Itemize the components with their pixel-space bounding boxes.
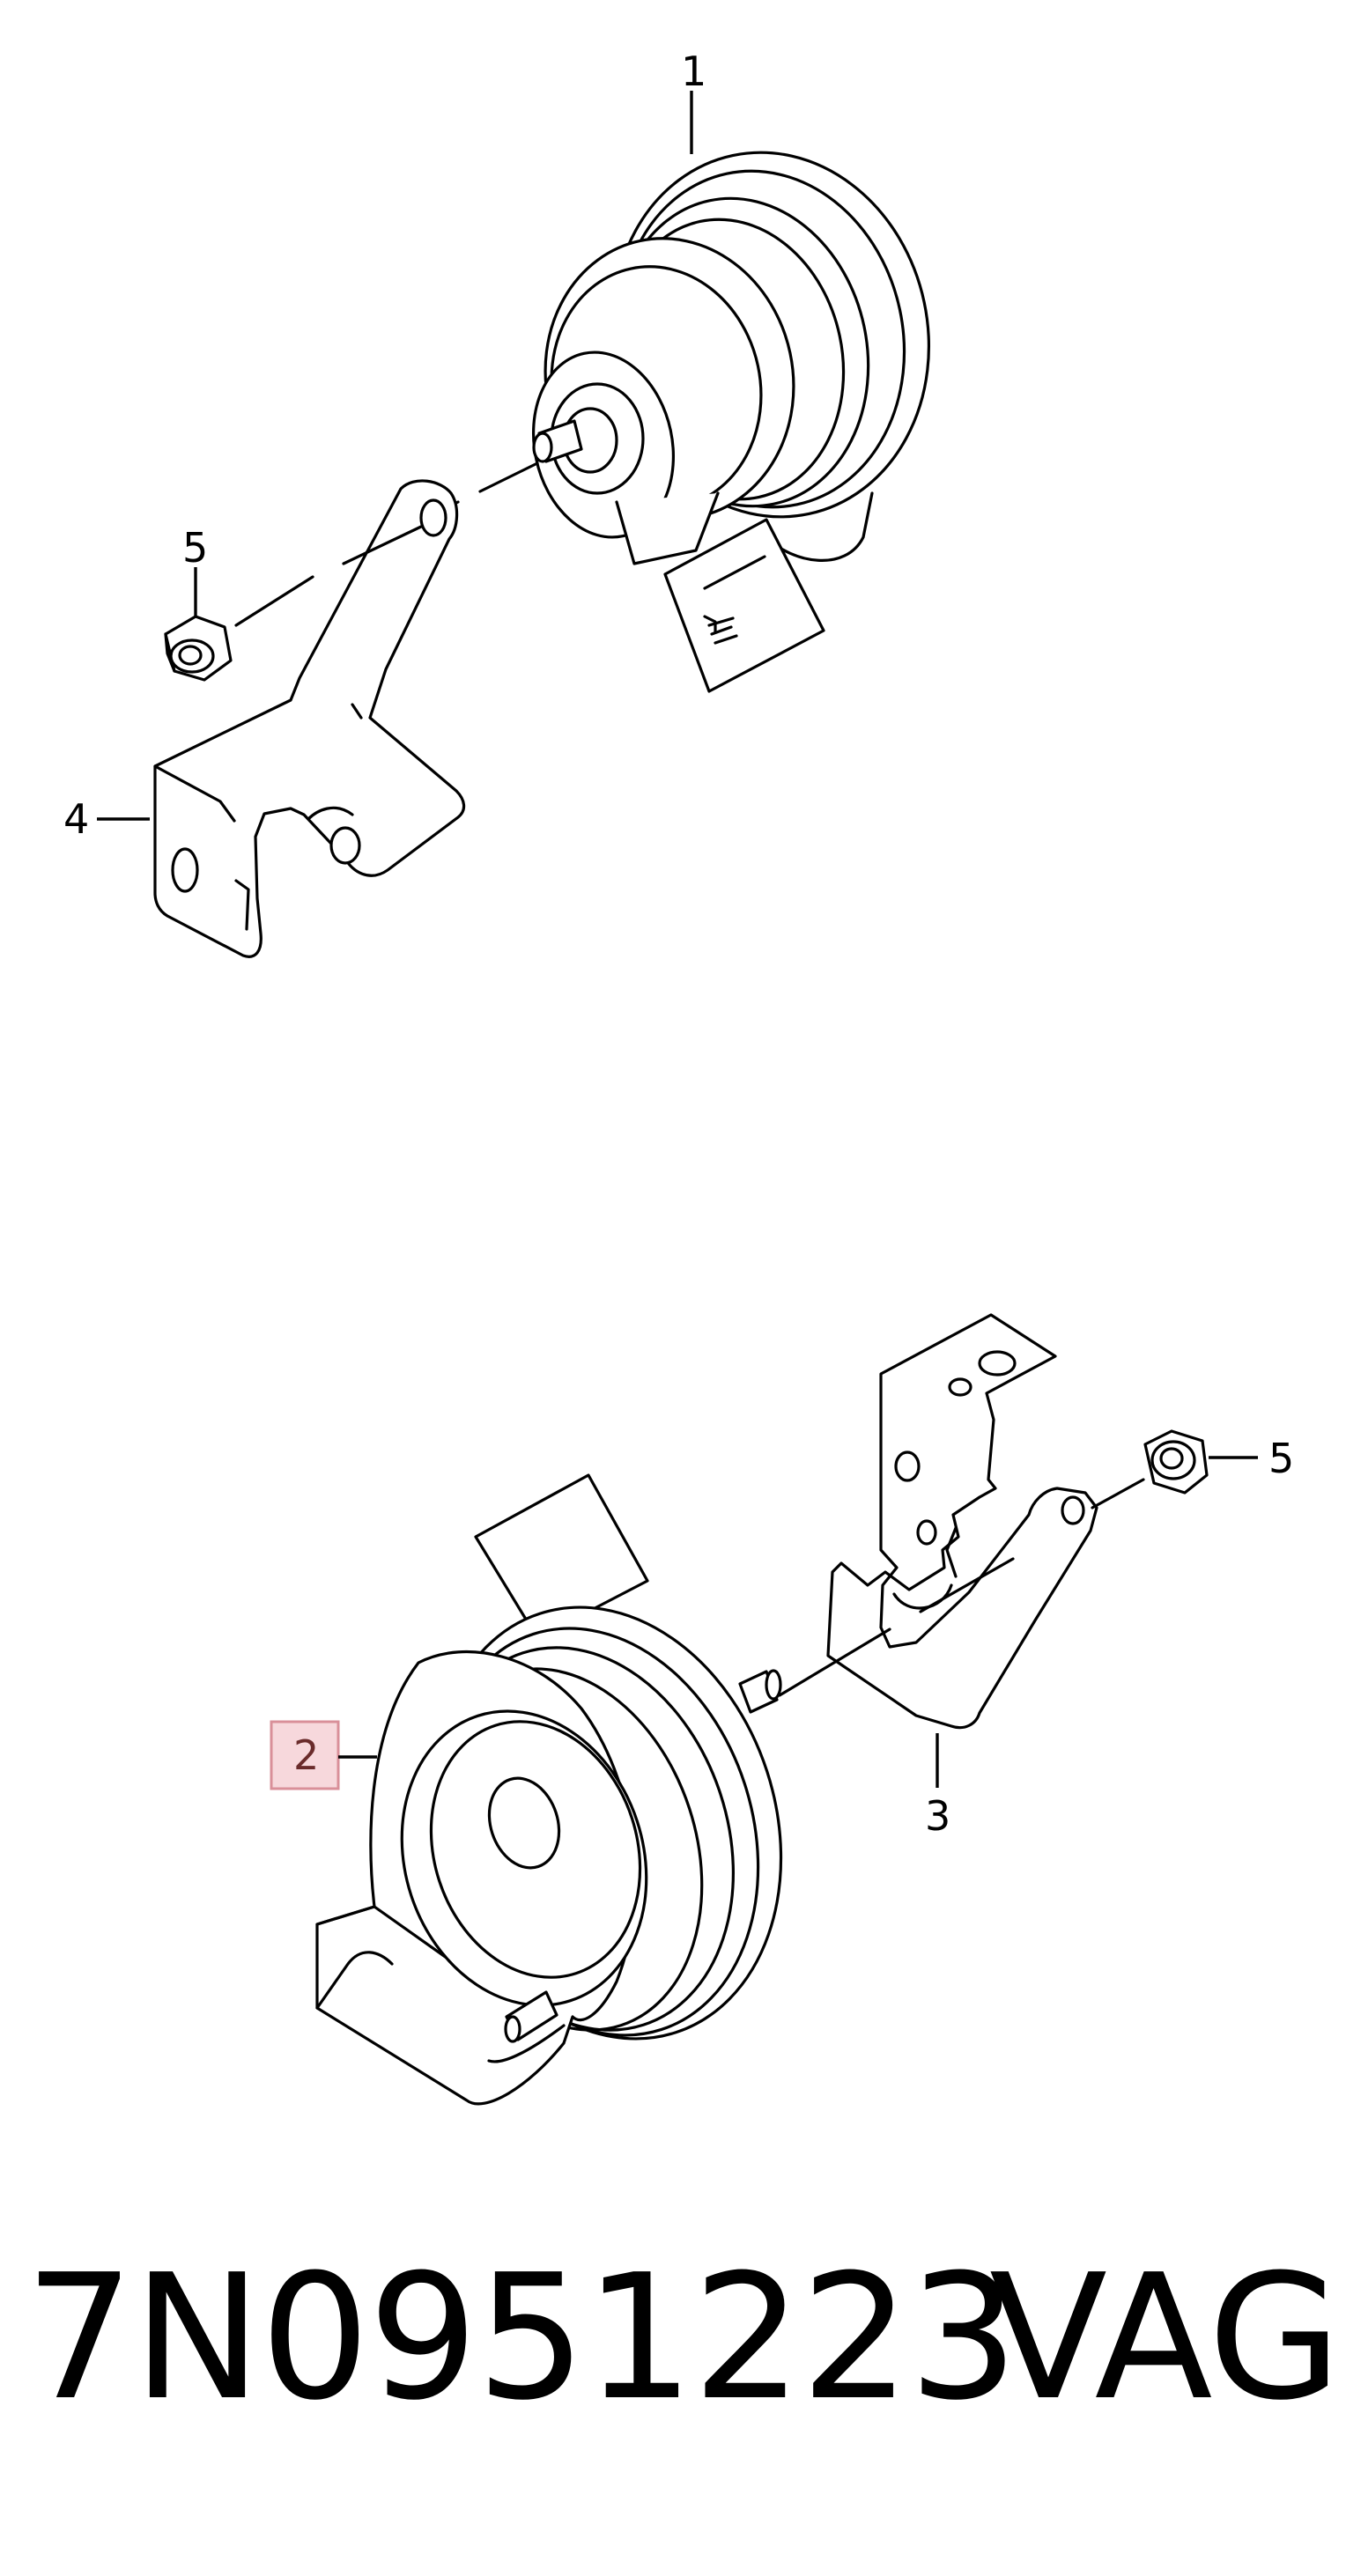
footer-part-number-line: 7N0951223 VAG — [25, 2237, 1342, 2439]
horn-part-2 — [315, 1473, 783, 2106]
bracket-part-3 — [826, 1313, 1098, 1730]
callout-label-1: 1 — [681, 48, 706, 95]
brand-name: VAG — [989, 2238, 1342, 2439]
bracket-part-4 — [153, 479, 466, 958]
nut-part-5-bottom — [1143, 1429, 1209, 1495]
top-assembly: 1 5 4 — [63, 48, 931, 958]
callout-label-5-bottom: 5 — [1268, 1435, 1294, 1482]
callout-label-3: 3 — [925, 1792, 950, 1840]
callout-label-5-top: 5 — [182, 524, 208, 572]
callout-label-4: 4 — [63, 795, 89, 843]
callout-label-2[interactable]: 2 — [293, 1731, 319, 1779]
part-number: 7N0951223 — [25, 2238, 1018, 2439]
nut-part-5-top — [164, 615, 233, 682]
horn-connector — [663, 518, 825, 693]
bottom-assembly: 2 5 3 — [270, 1313, 1294, 2106]
horn-part-1 — [531, 151, 931, 693]
callout-highlight-box-2[interactable] — [270, 1720, 340, 1790]
